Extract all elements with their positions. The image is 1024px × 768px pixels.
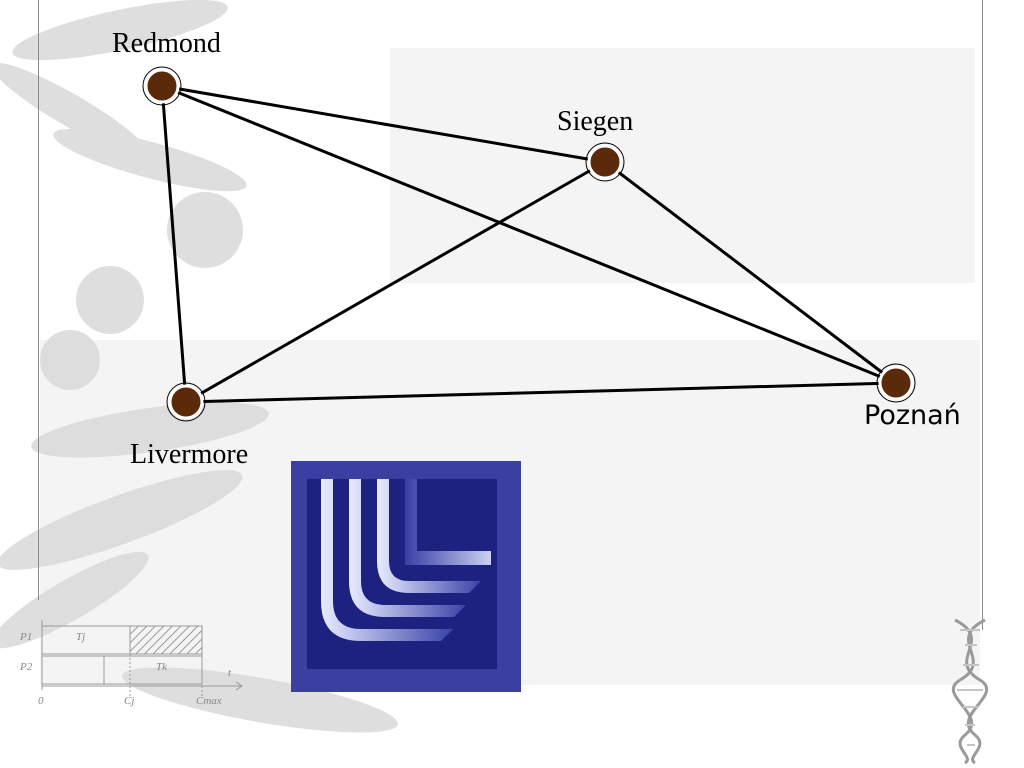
node-label-livermore: Livermore <box>130 439 249 470</box>
laboratory-logo <box>291 461 521 692</box>
node-poznan <box>878 365 914 401</box>
node-outline-livermore <box>166 382 206 422</box>
edge-siegen-livermore <box>185 160 606 404</box>
edge-redmond-livermore <box>160 85 188 403</box>
gantt-block-label-tk: Tk <box>156 661 167 673</box>
node-outline-siegen <box>585 142 625 182</box>
gantt-tick-cj: Cj <box>124 695 135 707</box>
left-rule <box>38 0 39 600</box>
gantt-block-label-tj: Tj <box>76 631 86 643</box>
node-label-siegen: Siegen <box>557 106 634 137</box>
node-label-redmond: Redmond <box>112 28 221 59</box>
gantt-row-label-1: P1 <box>20 631 33 643</box>
node-label-poznan: Poznań <box>864 400 961 431</box>
edge-redmond-siegen <box>161 84 606 164</box>
gantt-axis-label: t <box>228 667 232 679</box>
dna-helix-graphic <box>951 618 989 765</box>
gantt-tick-0: 0 <box>38 695 44 707</box>
node-siegen <box>587 144 623 180</box>
node-outline-poznan <box>876 363 916 403</box>
node-livermore <box>168 384 204 420</box>
gantt-chart-graphic: P1 P2 Tj Tk t 0 Cj Cmax <box>10 618 260 718</box>
edge-siegen-poznan <box>604 160 897 385</box>
node-redmond <box>144 68 180 104</box>
edge-livermore-poznan <box>185 381 897 404</box>
edge-redmond-poznan <box>161 84 897 385</box>
background-panel-top <box>390 48 975 283</box>
gantt-tick-cmax: Cmax <box>196 695 222 707</box>
node-outline-redmond <box>142 66 182 106</box>
right-rule <box>982 0 983 630</box>
gantt-row-label-2: P2 <box>20 661 33 673</box>
